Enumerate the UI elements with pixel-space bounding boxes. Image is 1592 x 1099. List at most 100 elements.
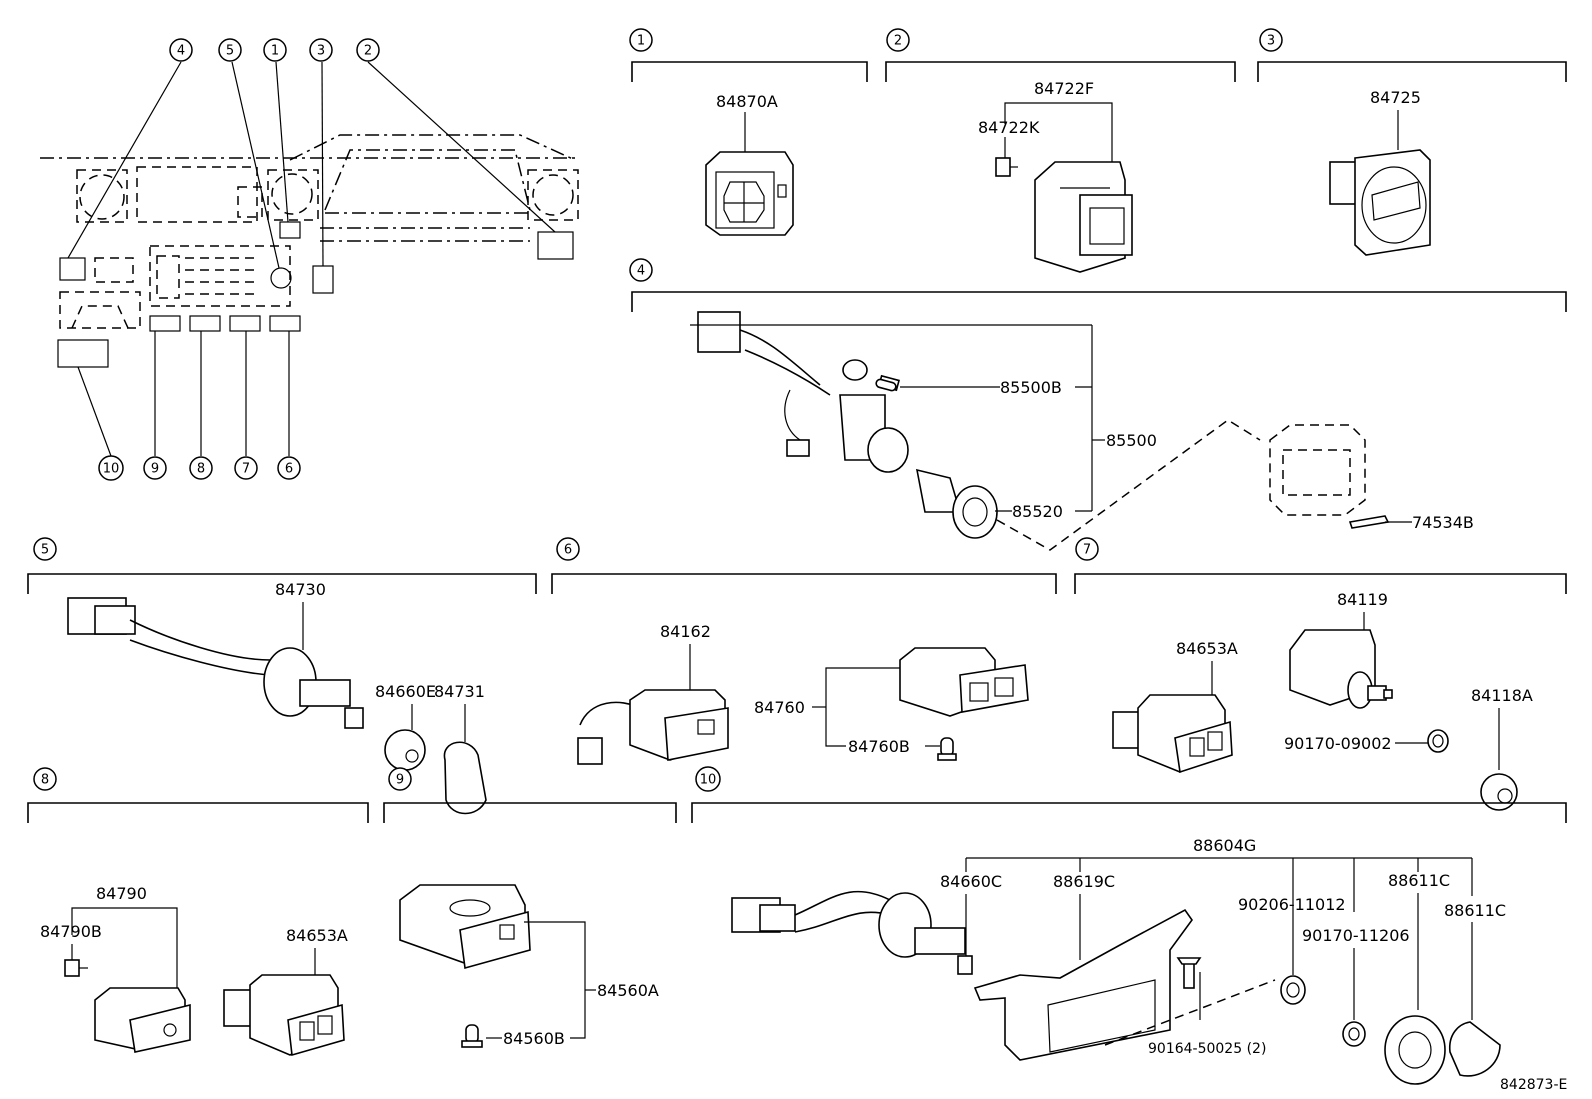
rotary-84725-shape <box>1329 149 1431 256</box>
svg-text:8: 8 <box>197 462 205 477</box>
section-1: 1 84870A <box>629 28 868 236</box>
part-85500: 85500 <box>1106 431 1157 450</box>
part-88611C-b: 88611C <box>1444 901 1506 920</box>
part-84722K: 84722K <box>978 118 1040 137</box>
section-8: 8 84790 84790B 84653A <box>27 767 369 1057</box>
callout-4: 4 <box>169 38 193 62</box>
section-4: 4 85500B 85500 85520 <box>629 258 1567 551</box>
part-84118A: 84118A <box>1471 686 1533 705</box>
bracket-88619C-shape <box>973 908 1193 1061</box>
knob-84660E-shape <box>384 729 426 771</box>
clip-84722K-shape <box>995 157 1018 177</box>
svg-text:5: 5 <box>41 543 49 558</box>
part-84730: 84730 <box>275 580 326 599</box>
section-5: 5 84730 84660E 84731 <box>27 537 537 815</box>
switch-84760-shape <box>899 647 1029 717</box>
section-9: 9 84560A 84560B <box>383 767 677 1048</box>
switch-84653A-8-shape <box>223 974 345 1057</box>
part-88611C-a: 88611C <box>1388 871 1450 890</box>
part-88604G: 88604G <box>1193 836 1256 855</box>
callout-6: 6 <box>277 456 301 480</box>
svg-text:1: 1 <box>271 44 279 59</box>
part-74534B: 74534B <box>1412 513 1474 532</box>
svg-text:4: 4 <box>637 264 645 279</box>
section-6: 6 84162 84760 84760B <box>551 537 1057 765</box>
part-88619C: 88619C <box>1053 872 1115 891</box>
knob-84731-shape <box>443 741 487 815</box>
part-85500B: 85500B <box>1000 378 1062 397</box>
knob-88611C-a-shape <box>1384 1015 1446 1085</box>
svg-text:7: 7 <box>242 462 250 477</box>
svg-text:3: 3 <box>1267 34 1275 49</box>
part-84660C: 84660C <box>940 872 1002 891</box>
part-84760B: 84760B <box>848 737 910 756</box>
part-84870A: 84870A <box>716 92 778 111</box>
svg-text:9: 9 <box>396 773 404 788</box>
switch-84722F-shape <box>1034 161 1133 273</box>
callout-1: 1 <box>263 38 287 62</box>
svg-text:10: 10 <box>103 462 120 477</box>
svg-text:3: 3 <box>317 44 325 59</box>
part-84725: 84725 <box>1370 88 1421 107</box>
figure-id: 842873-E <box>1500 1077 1567 1093</box>
svg-text:7: 7 <box>1083 543 1091 558</box>
dashboard-overview <box>40 61 579 457</box>
part-84790B: 84790B <box>40 922 102 941</box>
callout-8: 8 <box>189 456 213 480</box>
section-3: 3 84725 <box>1257 28 1567 256</box>
svg-text:6: 6 <box>285 462 293 477</box>
bezel-74534B-shape <box>1269 424 1390 529</box>
svg-text:9: 9 <box>151 462 159 477</box>
switch-84162-shape <box>577 689 729 765</box>
bulb-84760B-shape <box>937 737 957 761</box>
knob-88611C-b-shape <box>1448 1021 1501 1077</box>
part-84660E: 84660E <box>375 682 436 701</box>
svg-text:4: 4 <box>177 44 185 59</box>
svg-text:8: 8 <box>41 773 49 788</box>
part-85520: 85520 <box>1012 502 1063 521</box>
svg-text:1: 1 <box>637 34 645 49</box>
part-84162: 84162 <box>660 622 711 641</box>
screw-90164-50025-shape <box>1176 957 1202 989</box>
dimmer-harness-shape <box>731 890 973 975</box>
callout-3: 3 <box>309 38 333 62</box>
callout-9: 9 <box>143 456 167 480</box>
knob-84118A-shape <box>1480 773 1518 811</box>
nut-90206-11012-shape <box>1280 975 1306 1005</box>
bulb-85500B-shape <box>875 378 897 392</box>
part-84722F: 84722F <box>1034 79 1094 98</box>
part-84560A: 84560A <box>597 981 659 1000</box>
switch-84653A-shape <box>1112 694 1233 774</box>
lighter-knob-shape <box>915 468 998 539</box>
callout-2: 2 <box>356 38 380 62</box>
part-84653A: 84653A <box>1176 639 1238 658</box>
svg-text:2: 2 <box>894 34 902 49</box>
part-90164-50025: 90164-50025 (2) <box>1148 1041 1266 1057</box>
callout-7: 7 <box>234 456 258 480</box>
svg-text:5: 5 <box>226 44 234 59</box>
part-84731: 84731 <box>434 682 485 701</box>
callout-10: 10 <box>98 455 124 481</box>
part-84790: 84790 <box>96 884 147 903</box>
callout-5: 5 <box>218 38 242 62</box>
nut-90170-11206-shape <box>1342 1021 1366 1047</box>
part-90170-11206: 90170-11206 <box>1302 926 1410 945</box>
switch-84870A-shape <box>705 151 794 236</box>
section-2: 2 84722F 84722K <box>885 28 1236 273</box>
nut-90170-09002-shape <box>1427 729 1449 753</box>
switch-84560A-shape <box>399 884 531 970</box>
part-84119: 84119 <box>1337 590 1388 609</box>
svg-text:6: 6 <box>564 543 572 558</box>
rheostat-84730-shape <box>67 597 364 729</box>
part-84653A-8: 84653A <box>286 926 348 945</box>
clip-84790B-shape <box>64 959 88 977</box>
svg-text:2: 2 <box>364 44 372 59</box>
part-90170-09002: 90170-09002 <box>1284 734 1392 753</box>
switch-84790-shape <box>94 987 191 1053</box>
svg-text:10: 10 <box>700 773 717 788</box>
lighter-harness-shape <box>697 311 909 473</box>
part-84760: 84760 <box>754 698 805 717</box>
part-90206-11012: 90206-11012 <box>1238 895 1346 914</box>
bulb-84560B-shape <box>461 1024 483 1048</box>
part-84560B: 84560B <box>503 1029 565 1048</box>
